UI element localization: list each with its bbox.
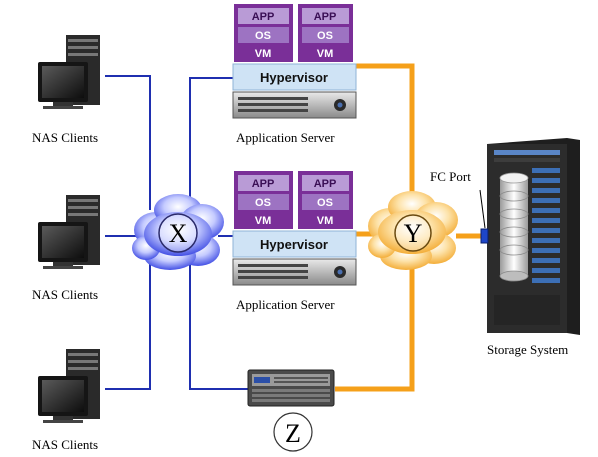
- lan-links: [105, 75, 248, 390]
- vm-vm-label: VM: [317, 215, 334, 227]
- storage-drive-slots: [532, 168, 560, 283]
- vm-vm-label: VM: [255, 215, 272, 227]
- node-z-label: Z: [285, 419, 301, 448]
- lan-link-z: [189, 262, 248, 390]
- application-server-1: APP OS VM APP OS VM Hypervisor: [232, 4, 357, 119]
- nas-client-2: [38, 195, 100, 269]
- vm-stack-1b: APP OS VM: [298, 4, 353, 62]
- nas-clients-label-3: NAS Clients: [32, 437, 99, 452]
- san-links: [335, 63, 483, 392]
- hypervisor-layer-2: [232, 230, 357, 258]
- san-link-app1: [356, 63, 415, 205]
- cloud-x-label: X: [169, 219, 188, 248]
- storage-system: [487, 138, 580, 335]
- vm-os-label: OS: [255, 30, 271, 42]
- nas-clients-label-2: NAS Clients: [32, 287, 99, 302]
- application-server-2: APP OS VM APP OS VM Hypervisor: [232, 171, 357, 286]
- cloud-y: Y: [368, 191, 458, 270]
- hypervisor-label-2: Hypervisor: [260, 237, 328, 252]
- nas-client-1: [38, 35, 100, 109]
- hypervisor-layer-1: [232, 63, 357, 91]
- lan-link-nas1: [105, 75, 151, 210]
- vm-stack-2b: APP OS VM: [298, 171, 353, 229]
- vm-app-label: APP: [252, 11, 275, 23]
- fc-port-label: FC Port: [430, 169, 471, 184]
- storage-system-label: Storage System: [487, 342, 569, 357]
- san-link-z: [335, 268, 415, 392]
- vm-stack-1a: APP OS VM: [234, 4, 293, 62]
- vm-vm-label: VM: [255, 48, 272, 60]
- server-chassis-2: [232, 258, 357, 286]
- cloud-y-label: Y: [404, 219, 423, 248]
- fc-port-pointer: [479, 189, 486, 229]
- vm-vm-label: VM: [317, 48, 334, 60]
- nas-clients-label-1: NAS Clients: [32, 130, 99, 145]
- vm-os-label: OS: [317, 197, 333, 209]
- nas-device-z: [247, 369, 335, 407]
- node-z-circle: [273, 412, 313, 452]
- lan-link-nas3: [105, 262, 151, 390]
- vm-stack-2a: APP OS VM: [234, 171, 293, 229]
- vm-os-label: OS: [255, 197, 271, 209]
- fc-port: [480, 228, 489, 244]
- application-server-label-1: Application Server: [236, 130, 335, 145]
- nas-client-3: [38, 349, 100, 423]
- vm-app-label: APP: [314, 178, 337, 190]
- application-server-label-2: Application Server: [236, 297, 335, 312]
- disk-stack: [499, 172, 529, 282]
- vm-app-label: APP: [252, 178, 275, 190]
- server-chassis-1: [232, 91, 357, 119]
- cloud-x: X: [132, 194, 224, 270]
- vm-app-label: APP: [314, 11, 337, 23]
- hypervisor-label-1: Hypervisor: [260, 70, 328, 85]
- lan-link-app1: [189, 77, 233, 208]
- vm-os-label: OS: [317, 30, 333, 42]
